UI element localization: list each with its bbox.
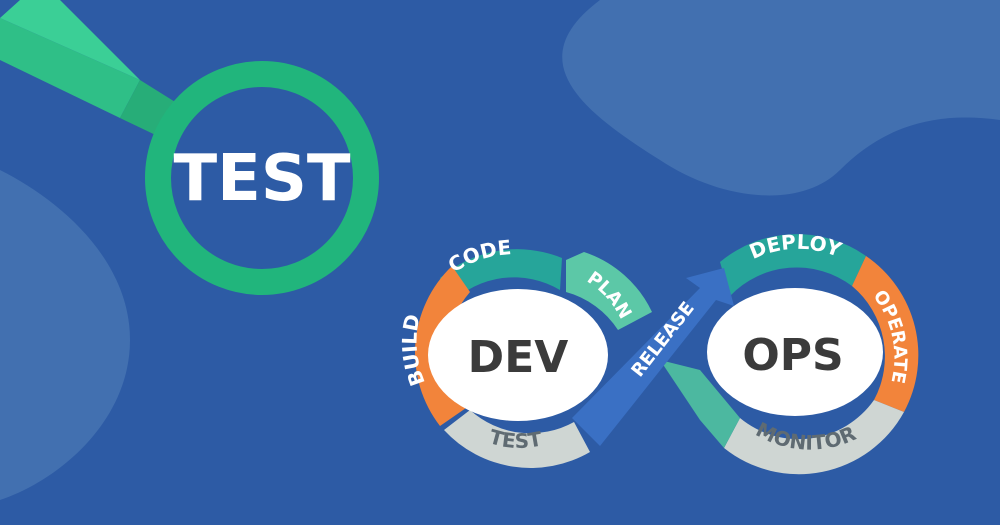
crossover-segment (660, 360, 740, 448)
release-arrow (572, 268, 734, 446)
operate-segment (852, 256, 919, 412)
ops-center (707, 288, 883, 416)
code-segment (440, 249, 562, 304)
dev-label: DEV (468, 332, 569, 383)
magnifier-label: TEST (173, 142, 350, 216)
stage-test-label: TEST (487, 424, 544, 453)
devops-infinity-loop: DEV OPS CODE PLAN BUILD TEST DEPLOY OPER… (397, 230, 919, 475)
magnifier-handle-highlight (0, 0, 140, 80)
magnifier-lens (145, 61, 379, 295)
background-blob-left (0, 170, 130, 500)
test-segment (444, 410, 590, 468)
plan-segment (566, 252, 652, 330)
background-blob-top-right (562, 0, 1000, 196)
dev-center (428, 289, 608, 421)
magnifying-glass-icon: TEST (0, 0, 379, 295)
magnifier-handle (0, 18, 140, 118)
ops-label: OPS (742, 330, 843, 381)
deploy-segment (720, 234, 866, 296)
monitor-segment (724, 400, 904, 475)
